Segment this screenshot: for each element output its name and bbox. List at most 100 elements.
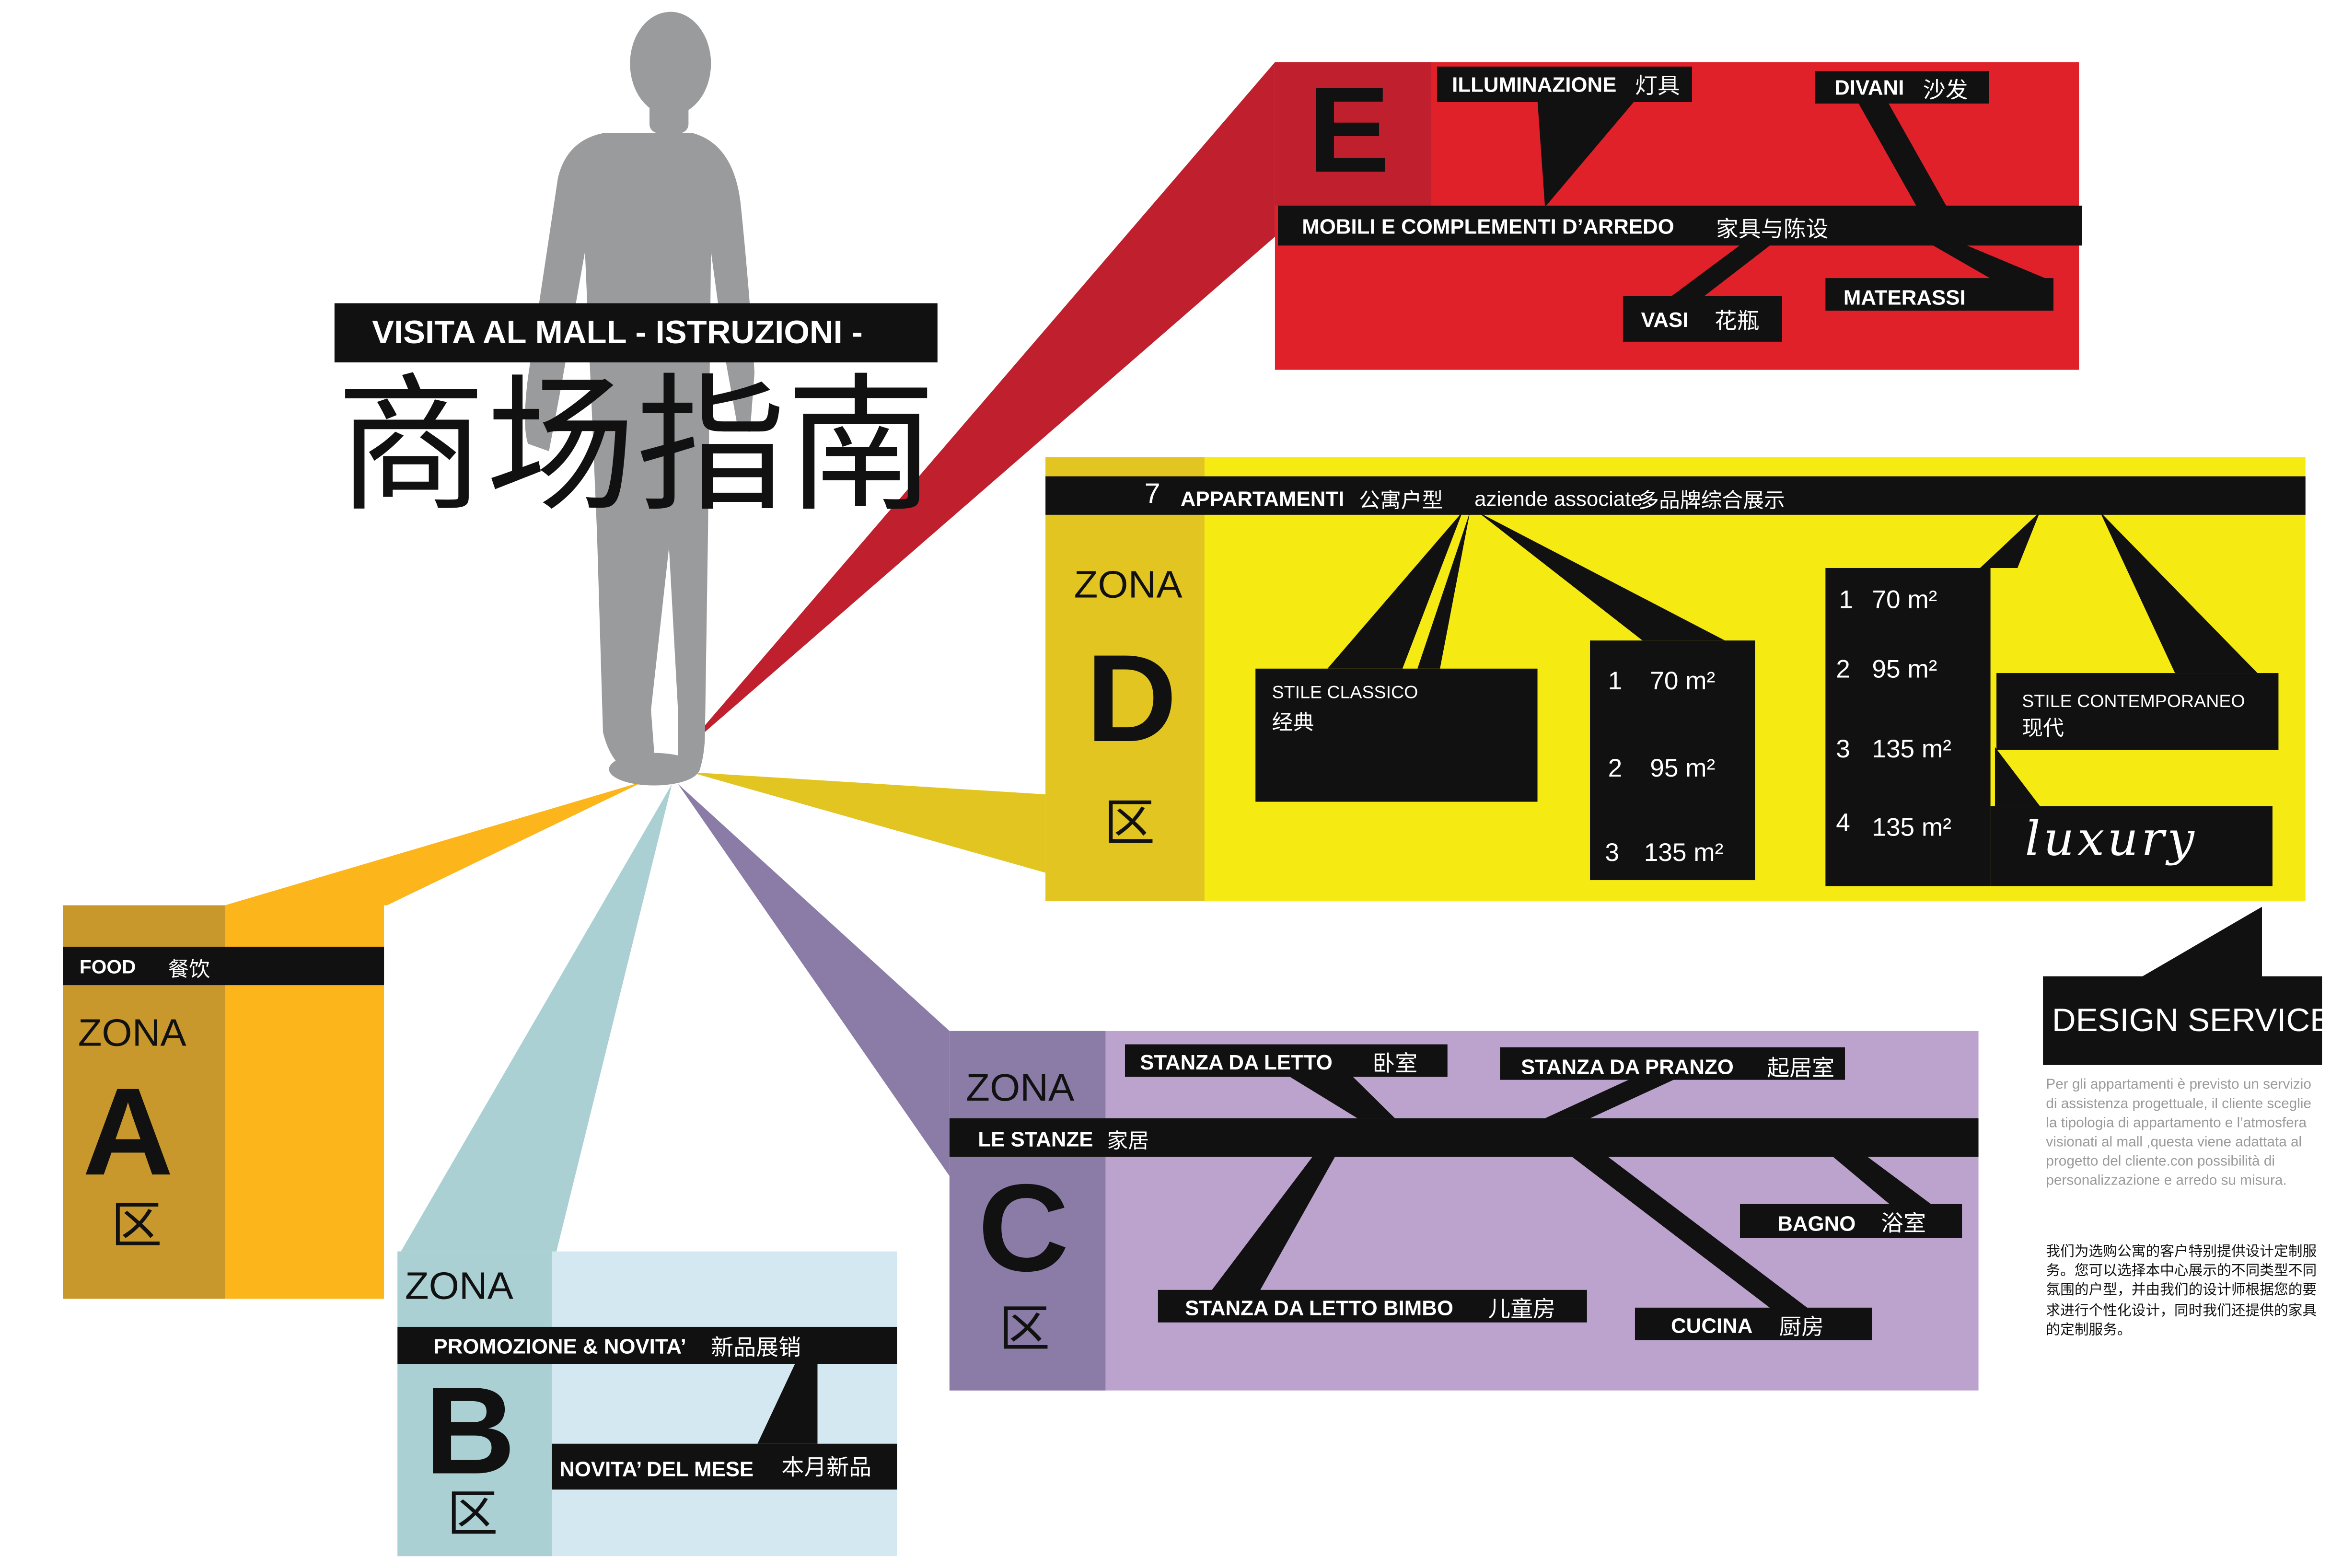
modern-size-4: 135 m² [1872,813,1951,842]
month-label-bar [552,1443,897,1490]
connector-bedroom [1290,1077,1395,1118]
bath-label-bar [1740,1204,1962,1238]
zone-c-side-strip [949,1031,1106,1391]
vases-label-bar [1623,296,1782,342]
title-chinese: 商场指南 [336,359,936,533]
modern-size-3: 135 m² [1872,735,1951,764]
classic-size-2-num: 2 [1608,754,1623,783]
design-service-text-cn: 我们为选购公寓的客户特别提供设计定制服务。您可以选择本中心展示的不同类型不同氛围… [2046,1244,2317,1339]
dining-label-it: STANZA DA PRANZO [1521,1055,1734,1079]
mattress-label-it: MATERASSI [1843,285,1966,309]
food-label-bar [63,946,384,986]
bath-label-it: BAGNO [1777,1211,1856,1235]
kids-label-it: STANZA DA LETTO BIMBO [1185,1296,1453,1320]
mattress-label-bar [1825,278,2054,311]
apartments-label-cn: 公寓户型 [1359,489,1443,513]
modern-sizes-box [1825,568,1991,886]
design-service-box [2043,976,2322,1065]
month-label-cn: 本月新品 [781,1454,872,1481]
connector-month [757,1364,818,1444]
sofa-label-bar [1815,71,1989,104]
modern-size-3-num: 3 [1836,735,1850,764]
promo-label-cn: 新品展销 [711,1334,801,1361]
zone-a-letter: A [82,1062,174,1201]
bedroom-label-cn: 卧室 [1372,1050,1418,1077]
modern-style-box [1996,673,2279,750]
title-bar [334,303,938,363]
apartments-label-it: APPARTAMENTI [1180,487,1345,511]
bath-label-cn: 浴室 [1881,1210,1926,1237]
zone-d-zona-label: ZONA [1074,562,1183,607]
month-label-it: NOVITA’ DEL MESE [559,1457,754,1481]
rooms-label-bar [949,1118,1979,1157]
zone-e-letter: E [1308,63,1390,198]
modern-size-2: 95 m² [1872,655,1937,684]
zone-d-side-strip [1045,457,1205,901]
connector-luxury [1995,747,2040,806]
associated-brands-it: aziende associate [1474,487,1643,511]
connector-modern [2100,511,2258,674]
classic-size-2: 95 m² [1650,754,1716,783]
lighting-label-bar [1437,66,1692,102]
connector-classic-sizes [1477,511,1725,641]
classic-size-1-num: 1 [1608,667,1623,696]
connector-kitchen [1572,1157,1815,1314]
dining-label-bar [1500,1047,1845,1080]
classic-size-3: 135 m² [1644,838,1724,867]
design-service-pointer [2137,906,2262,979]
lighting-label-cn: 灯具 [1635,72,1680,99]
beam-zone-c [678,784,950,1176]
zone-c-qu: 区 [999,1300,1050,1359]
zone-a-qu: 区 [111,1196,162,1256]
lighting-label-it: ILLUMINAZIONE [1452,72,1617,96]
kitchen-label-cn: 厨房 [1779,1313,1824,1340]
classic-style-cn: 经典 [1272,711,1314,735]
apartments-count: 7 [1144,479,1160,511]
zone-d-letter: D [1086,628,1177,768]
vases-label-cn: 花瓶 [1714,307,1760,335]
rooms-label-cn: 家居 [1107,1130,1149,1154]
kitchen-label-bar [1635,1307,1872,1340]
zone-b-qu: 区 [447,1485,498,1545]
connector-bath [1833,1157,1935,1208]
furniture-label-bar [1278,205,2082,246]
luxury-box [1990,806,2273,886]
modern-size-4-num: 4 [1836,809,1850,837]
connector-lighting [1537,100,1635,208]
sofa-label-it: DIVANI [1834,75,1904,99]
bedroom-label-it: STANZA DA LETTO [1140,1050,1333,1074]
classic-size-3-num: 3 [1605,838,1619,867]
zone-e-letter-strip [1275,62,1431,206]
apartments-header-bar [1045,476,2306,515]
classic-sizes-box [1590,640,1755,881]
design-service-text-it: Per gli appartamenti è previsto un servi… [2046,1077,2311,1189]
zone-c-letter: C [978,1158,1069,1298]
modern-size-1: 70 m² [1872,585,1937,614]
zone-b-letter: B [424,1360,516,1500]
kids-label-bar [1158,1289,1587,1323]
dining-label-cn: 起居室 [1767,1055,1835,1081]
design-service-title: DESIGN SERVICE [2052,1001,2331,1039]
classic-style-it: STILE CLASSICO [1272,682,1418,703]
connector-dining [1545,1077,1680,1118]
promo-label-it: PROMOZIONE & NOVITA’ [433,1334,686,1358]
modern-style-cn: 现代 [2022,717,2064,741]
vases-label-it: VASI [1641,307,1689,332]
connector-sofa [1857,100,1947,208]
kitchen-label-it: CUCINA [1671,1313,1753,1337]
zone-b-side-strip [397,1251,552,1556]
visitor-figure [525,12,755,786]
rooms-label-it: LE STANZE [978,1127,1093,1151]
modern-size-1-num: 1 [1839,585,1854,614]
zone-a-zona-label: ZONA [78,1010,186,1055]
connector-mattress [1923,239,2052,281]
sofa-label-cn: 沙发 [1923,77,1968,104]
connector-modern-sizes [1980,511,2040,568]
title-italian: VISITA AL MALL - ISTRUZIONI - [372,314,863,351]
classic-size-1: 70 m² [1650,667,1716,696]
connector-kids [1207,1157,1335,1296]
connector-vases [1662,239,1778,303]
bedroom-label-bar [1125,1044,1448,1077]
